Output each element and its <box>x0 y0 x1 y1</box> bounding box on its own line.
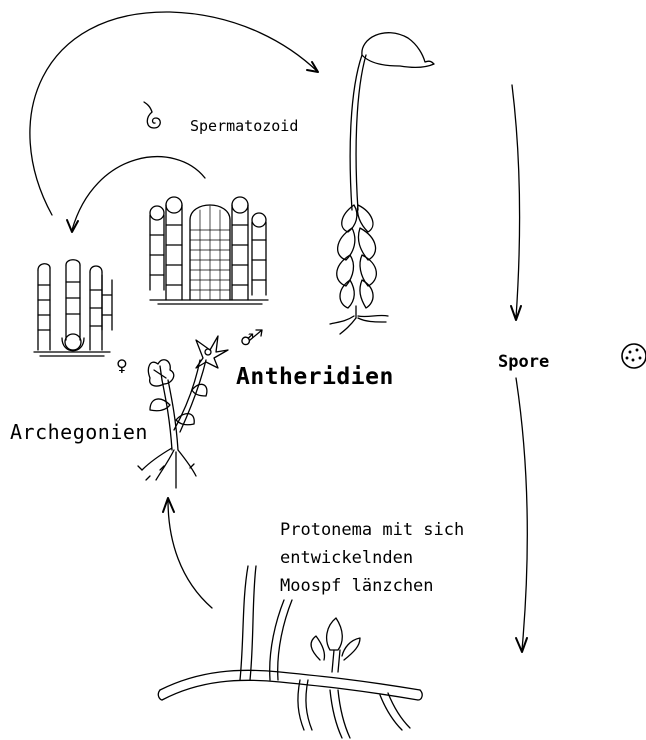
spore-icon <box>622 344 646 368</box>
label-protonema-line-3: Moospf länzchen <box>280 572 464 600</box>
label-protonema-line-2: entwickelnden <box>280 544 464 572</box>
label-spore: Spore <box>498 352 549 372</box>
arrow-spermatozoid-to-archegonium <box>72 157 205 230</box>
spermatozoid-icon <box>144 102 160 128</box>
label-archegonien: Archegonien <box>10 420 148 444</box>
arrowhead-archegonium <box>67 220 78 232</box>
label-antheridien: Antheridien <box>236 364 394 390</box>
arrow-protonema-to-gametophyte <box>168 500 212 608</box>
female-symbol-icon: ♀ <box>116 356 128 375</box>
label-spermatozoid: Spermatozoid <box>190 117 298 135</box>
sporophyte-plant-icon <box>330 33 434 334</box>
label-protonema: Protonema mit sich entwickelnden Moospf … <box>280 516 464 600</box>
male-symbol-icon: ♂ <box>240 330 254 349</box>
antheridia-icon <box>150 197 268 304</box>
arrow-spore-to-protonema <box>516 378 527 650</box>
arrow-sporophyte-to-spore <box>512 85 519 318</box>
archegonia-icon <box>34 260 112 356</box>
label-protonema-line-1: Protonema mit sich <box>280 516 464 544</box>
gametophyte-plant-icon <box>138 336 228 488</box>
arrow-fertilization-to-sporophyte <box>30 12 318 215</box>
arrowhead-protonema <box>516 638 527 652</box>
